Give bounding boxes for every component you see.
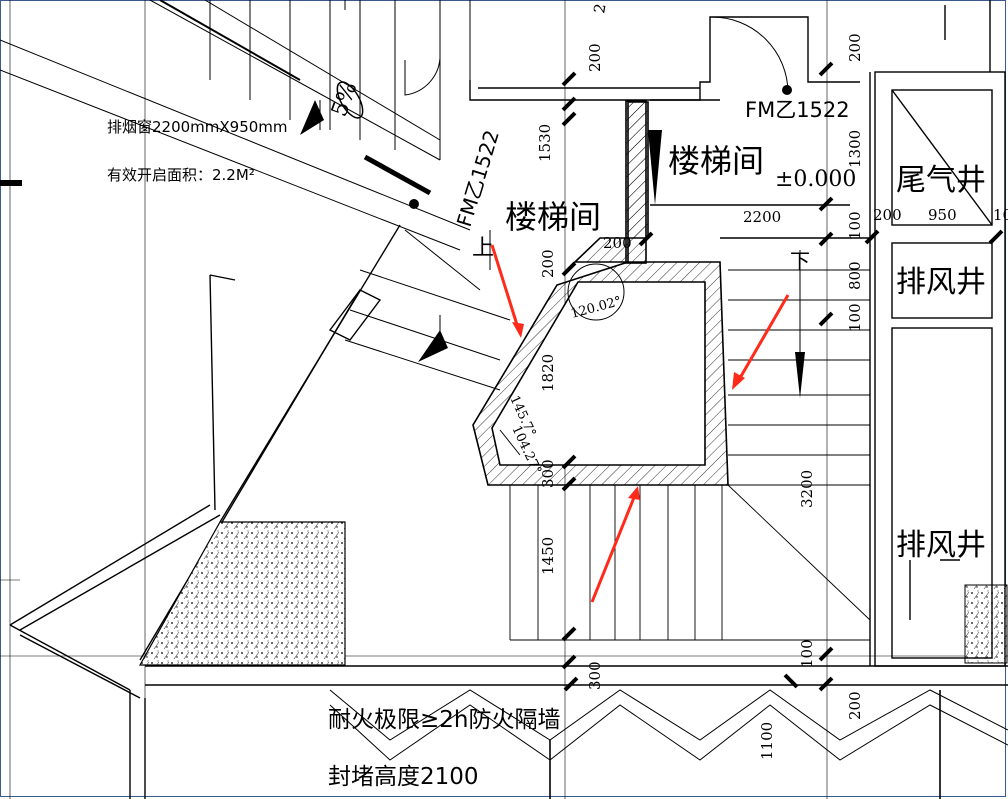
dim-800: 800	[846, 261, 864, 290]
note-open-area: 有效开启面积：2.2M²	[107, 166, 255, 184]
stair-core-void	[491, 281, 706, 466]
dim-100b: 100	[846, 303, 864, 332]
dim-1100: 1100	[758, 722, 776, 760]
dim-200-h: 200	[603, 234, 632, 252]
dim-100c: 100	[798, 639, 816, 668]
door-swing-left	[404, 57, 441, 96]
dim-3200: 3200	[798, 470, 816, 508]
bottom-walls	[145, 665, 1008, 799]
red-arrows	[490, 244, 790, 603]
room-vent-shaft-2: 排风井	[896, 528, 986, 563]
dim-200-bottom: 200	[846, 691, 864, 720]
shafts	[869, 0, 1006, 667]
dim-2200: 2200	[743, 208, 781, 226]
marker-down: 下	[790, 249, 810, 273]
solid-block	[138, 521, 346, 666]
door-swing-right	[711, 16, 789, 93]
angle-arc-2	[499, 429, 521, 456]
slope-circle	[336, 81, 364, 119]
marker-up: 上	[472, 236, 494, 261]
dim-300b: 300	[586, 661, 604, 690]
dim-1530: 1530	[536, 124, 554, 162]
dim-1820: 1820	[539, 354, 557, 392]
dim-200-right: 200	[846, 33, 864, 62]
door-label-left: FM乙1522	[452, 127, 504, 229]
dim-300a: 300	[539, 459, 557, 488]
top-walls	[469, 16, 870, 239]
diagonal-walls	[9, 224, 401, 799]
door-label-right: FM乙1522	[745, 98, 850, 122]
room-vent-shaft-1: 排风井	[896, 265, 986, 300]
dim-10: 10	[993, 206, 1008, 224]
note-seal-height: 封堵高度2100	[328, 764, 479, 790]
room-stair-right: 楼梯间	[668, 142, 764, 180]
dim-2: 2	[590, 2, 609, 15]
dim-200-top: 200	[586, 43, 604, 72]
room-stair-left: 楼梯间	[505, 198, 601, 236]
marker-elevation: ±0.000	[775, 167, 856, 192]
note-firewall: 耐火极限≥2h防火隔墙	[328, 707, 560, 733]
dim-1300: 1300	[846, 130, 864, 168]
dim-100a: 100	[846, 211, 864, 240]
ramp-area	[0, 0, 511, 391]
window-wall	[363, 154, 432, 196]
angle-arc	[567, 263, 625, 321]
core-post	[625, 100, 647, 264]
stair-treads-lower	[509, 485, 870, 641]
dim-ticks	[561, 61, 1004, 692]
solid-block-right	[964, 584, 1008, 664]
door-pivot-right	[782, 85, 792, 95]
dim-200-b2: 200	[873, 206, 902, 224]
dim-200-left: 200	[539, 249, 557, 278]
dim-950: 950	[928, 206, 957, 224]
room-exhaust-shaft: 尾气井	[896, 163, 986, 198]
dim-1450: 1450	[539, 537, 557, 575]
door-pivot	[409, 199, 419, 209]
note-smoke-window: 排烟窗2200mmX950mm	[107, 118, 288, 136]
